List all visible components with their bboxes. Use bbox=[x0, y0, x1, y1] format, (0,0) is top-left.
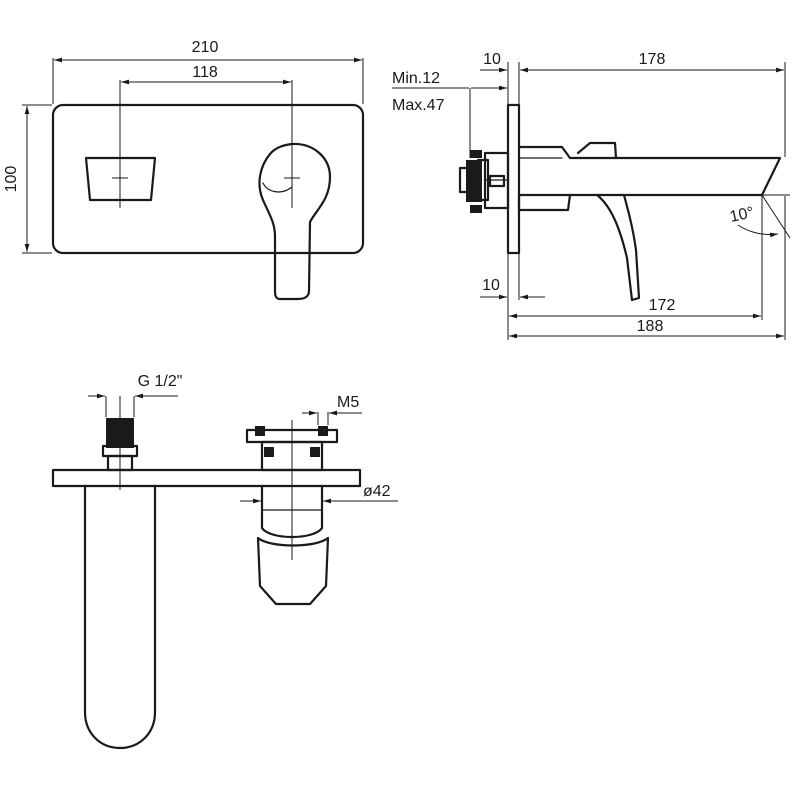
dimension-width: 210 bbox=[52, 39, 364, 104]
dimension-height: 100 bbox=[3, 104, 52, 254]
front-lever-inner bbox=[262, 182, 293, 193]
spout-reach-label: 172 bbox=[649, 297, 676, 314]
side-valve-body bbox=[458, 150, 510, 213]
dimension-center-distance: 118 bbox=[121, 64, 291, 85]
side-view: 10° 10 178 Min.12 Max.47 10 bbox=[392, 51, 791, 340]
top-spout bbox=[83, 484, 157, 750]
spout-angle-label: 10° bbox=[728, 204, 755, 226]
front-cover-plate bbox=[51, 103, 365, 255]
front-view: 210 118 100 bbox=[3, 39, 365, 301]
thread-label: G 1/2" bbox=[138, 373, 183, 390]
side-spout bbox=[517, 141, 782, 212]
side-bottom-dimensions: 10 172 188 bbox=[480, 196, 786, 340]
top-mixer-body bbox=[245, 420, 339, 606]
top-inlet-fitting bbox=[101, 396, 139, 490]
front-height-label: 100 bbox=[3, 166, 20, 193]
screw-dimension: M5 bbox=[302, 394, 362, 425]
screw-label: M5 bbox=[337, 394, 359, 411]
front-center-distance-label: 118 bbox=[192, 64, 218, 81]
diameter-label: ø42 bbox=[363, 483, 391, 500]
wall-depth-min-label: Min.12 bbox=[392, 70, 440, 87]
projection-label: 178 bbox=[639, 51, 666, 68]
front-centre-lines bbox=[112, 80, 300, 208]
diameter-dimension: ø42 bbox=[240, 483, 398, 504]
overall-depth-label: 188 bbox=[637, 318, 664, 335]
plate-thickness-top-label: 10 bbox=[483, 51, 501, 68]
wall-depth-dimension: Min.12 Max.47 bbox=[392, 70, 507, 158]
top-view: G 1/2" M5 ø42 bbox=[51, 373, 398, 750]
thread-dimension: G 1/2" bbox=[88, 373, 182, 417]
top-cover-plate bbox=[51, 468, 362, 488]
side-wall-plate bbox=[506, 103, 521, 255]
plate-thickness-bottom-label: 10 bbox=[482, 277, 500, 294]
front-diverter-knob bbox=[84, 156, 157, 202]
side-top-dimensions: 10 178 bbox=[480, 51, 786, 157]
side-lever-handle bbox=[595, 193, 641, 302]
wall-depth-max-label: Max.47 bbox=[392, 97, 445, 114]
spout-angle-dimension: 10° bbox=[728, 194, 791, 239]
front-lever-handle bbox=[258, 142, 332, 301]
front-width-label: 210 bbox=[192, 39, 219, 56]
